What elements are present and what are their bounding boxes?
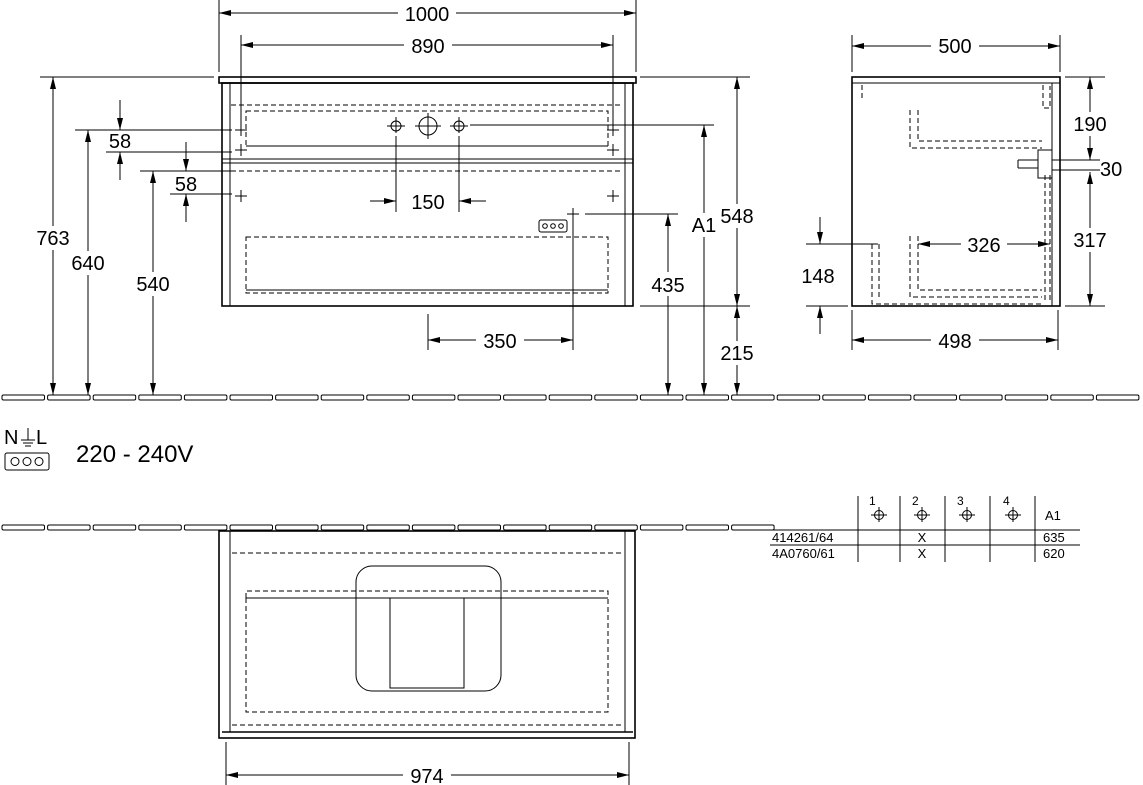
table-row: 4A0760/61 X 620 [772,546,1065,561]
tile-segment [776,394,821,401]
tile-segment [47,394,91,401]
dim-58-upper: 58 [109,131,131,153]
tile-segment [366,394,410,401]
table-col-2: 2 [912,494,919,508]
table-col-a1: A1 [1045,508,1061,523]
plan-view [218,530,636,739]
dim-640: 640 [71,253,104,275]
tile-segment [275,524,319,531]
dim-548: 548 [720,206,753,228]
tile-segment [548,394,593,401]
tile-segment [639,394,684,401]
tile-segment [731,524,775,531]
dim-58-lower: 58 [175,174,197,196]
dim-498: 498 [938,331,971,353]
earth-icon [21,428,35,447]
dim-890: 890 [411,36,444,58]
tile-segment [639,524,684,531]
row-col-2: X [918,530,927,545]
tile-segment [503,524,547,531]
tile-segment [1050,394,1094,401]
plan-dimensions: 974 [225,742,630,785]
live-label: L [36,427,47,449]
tile-segment [548,524,593,531]
tile-segment [457,394,501,401]
dim-150: 150 [411,192,444,214]
row-a1: 620 [1043,546,1065,561]
tile-segment [92,524,137,531]
tile-segment [320,524,365,531]
tile-segment [959,394,1003,401]
tile-segment [229,394,273,401]
tile-segment [1095,394,1140,401]
tile-segment [685,394,729,401]
row-code: 4A0760/61 [772,546,835,561]
dim-540: 540 [136,274,169,296]
floor-line-lower [1,524,775,531]
front-dimensions: 1000 890 763 640 540 [30,0,759,395]
row-col-2: X [918,546,927,561]
tile-segment [913,394,957,401]
dim-215: 215 [720,343,753,365]
tap-position-3-icon [959,507,975,522]
tile-segment [1,524,45,531]
tile-segment [457,524,501,531]
table-col-1: 1 [869,494,876,508]
front-view [218,76,637,307]
side-dimensions: 500 190 317 30 148 326 [801,35,1122,353]
side-view [851,76,1100,307]
dim-350: 350 [483,331,516,353]
tap-position-2-icon [914,507,930,522]
tile-segment [503,394,547,401]
tile-segment [411,394,456,401]
dim-974: 974 [410,766,443,785]
tile-segment [229,524,273,531]
tile-segment [92,394,137,401]
dim-A1: A1 [692,215,716,237]
row-code: 414261/64 [772,530,833,545]
dim-763: 763 [36,228,69,250]
tile-segment [867,394,912,401]
dim-317: 317 [1073,230,1106,252]
tile-segment [183,524,228,531]
tile-segment [731,394,775,401]
tile-segment [138,394,182,401]
tile-segment [138,524,182,531]
tap-position-4-icon [1005,507,1021,522]
tile-segment [183,394,228,401]
electrical-symbol: N L 220 - 240V [4,427,193,471]
voltage-label: 220 - 240V [76,441,193,468]
dim-width-1000: 1000 [405,4,450,26]
socket-icon [4,452,50,471]
tile-segment [411,524,456,531]
configuration-table: 1 2 3 4 A1 414261/64 X 635 [770,494,1080,562]
dim-326: 326 [967,235,1000,257]
tile-segment [47,524,91,531]
table-col-4: 4 [1003,494,1010,508]
tile-segment [1,394,45,401]
row-a1: 635 [1043,530,1065,545]
tile-segment [594,394,638,401]
tile-segment [822,394,866,401]
table-row: 414261/64 X 635 [772,530,1065,545]
dim-435: 435 [651,275,684,297]
neutral-label: N [4,427,18,449]
dim-500: 500 [938,36,971,58]
table-col-3: 3 [957,494,964,508]
tap-position-1-icon [871,507,887,522]
tile-segment [594,524,638,531]
floor-line-upper [1,394,1140,401]
dim-30: 30 [1100,159,1122,181]
tile-segment [320,394,365,401]
tile-segment [1004,394,1049,401]
tile-segment [275,394,319,401]
dim-148: 148 [801,266,834,288]
dim-190: 190 [1073,114,1106,136]
tile-segment [685,524,729,531]
tile-segment [366,524,410,531]
